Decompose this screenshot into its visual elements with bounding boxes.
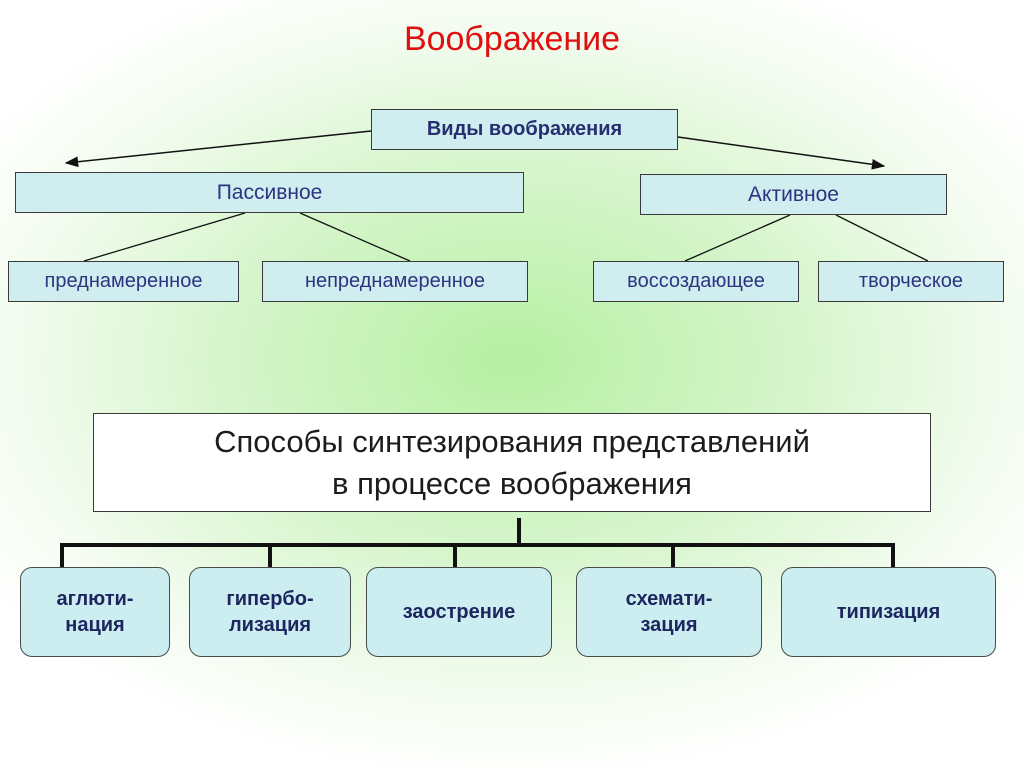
method-schematization-line-1: схемати- (625, 588, 713, 610)
synthesis-methods-box: Способы синтезирования представлений в п… (93, 413, 931, 512)
method-hyperbolization-line-1: гипербо- (226, 588, 314, 610)
method-typification-label: типизация (836, 601, 941, 623)
method-hyperbolization: гипербо- лизация (189, 567, 351, 657)
passive-type-box: Пассивное (15, 172, 524, 213)
methods-tree (60, 518, 895, 569)
recreative-box: воссоздающее (593, 261, 799, 302)
method-schematization-line-2: зация (640, 614, 698, 636)
method-typification: типизация (781, 567, 996, 657)
link-active-recreative (684, 214, 791, 262)
method-sharpening: заострение (366, 567, 552, 657)
arrow-to-passive (64, 130, 372, 168)
imagination-types-root-box: Виды воображения (371, 109, 678, 150)
unintentional-box: непреднамеренное (262, 261, 528, 302)
link-active-creative (835, 214, 929, 262)
method-hyperbolization-line-2: лизация (228, 614, 312, 636)
methods-heading-line-1: Способы синтезирования представлений (214, 423, 810, 459)
method-agglutination-line-1: аглюти- (56, 588, 134, 610)
link-passive-intentional (83, 212, 246, 262)
method-agglutination-line-2: нация (65, 614, 125, 636)
creative-box: творческое (818, 261, 1004, 302)
method-agglutination: аглюти- нация (20, 567, 170, 657)
active-type-box: Активное (640, 174, 947, 215)
link-passive-unintentional (299, 212, 411, 262)
methods-heading-line-2: в процессе воображения (332, 465, 692, 501)
method-schematization: схемати- зация (576, 567, 762, 657)
arrow-to-active (677, 136, 886, 170)
page-title: Воображение (403, 20, 621, 58)
intentional-box: преднамеренное (8, 261, 239, 302)
method-sharpening-label: заострение (402, 601, 516, 623)
